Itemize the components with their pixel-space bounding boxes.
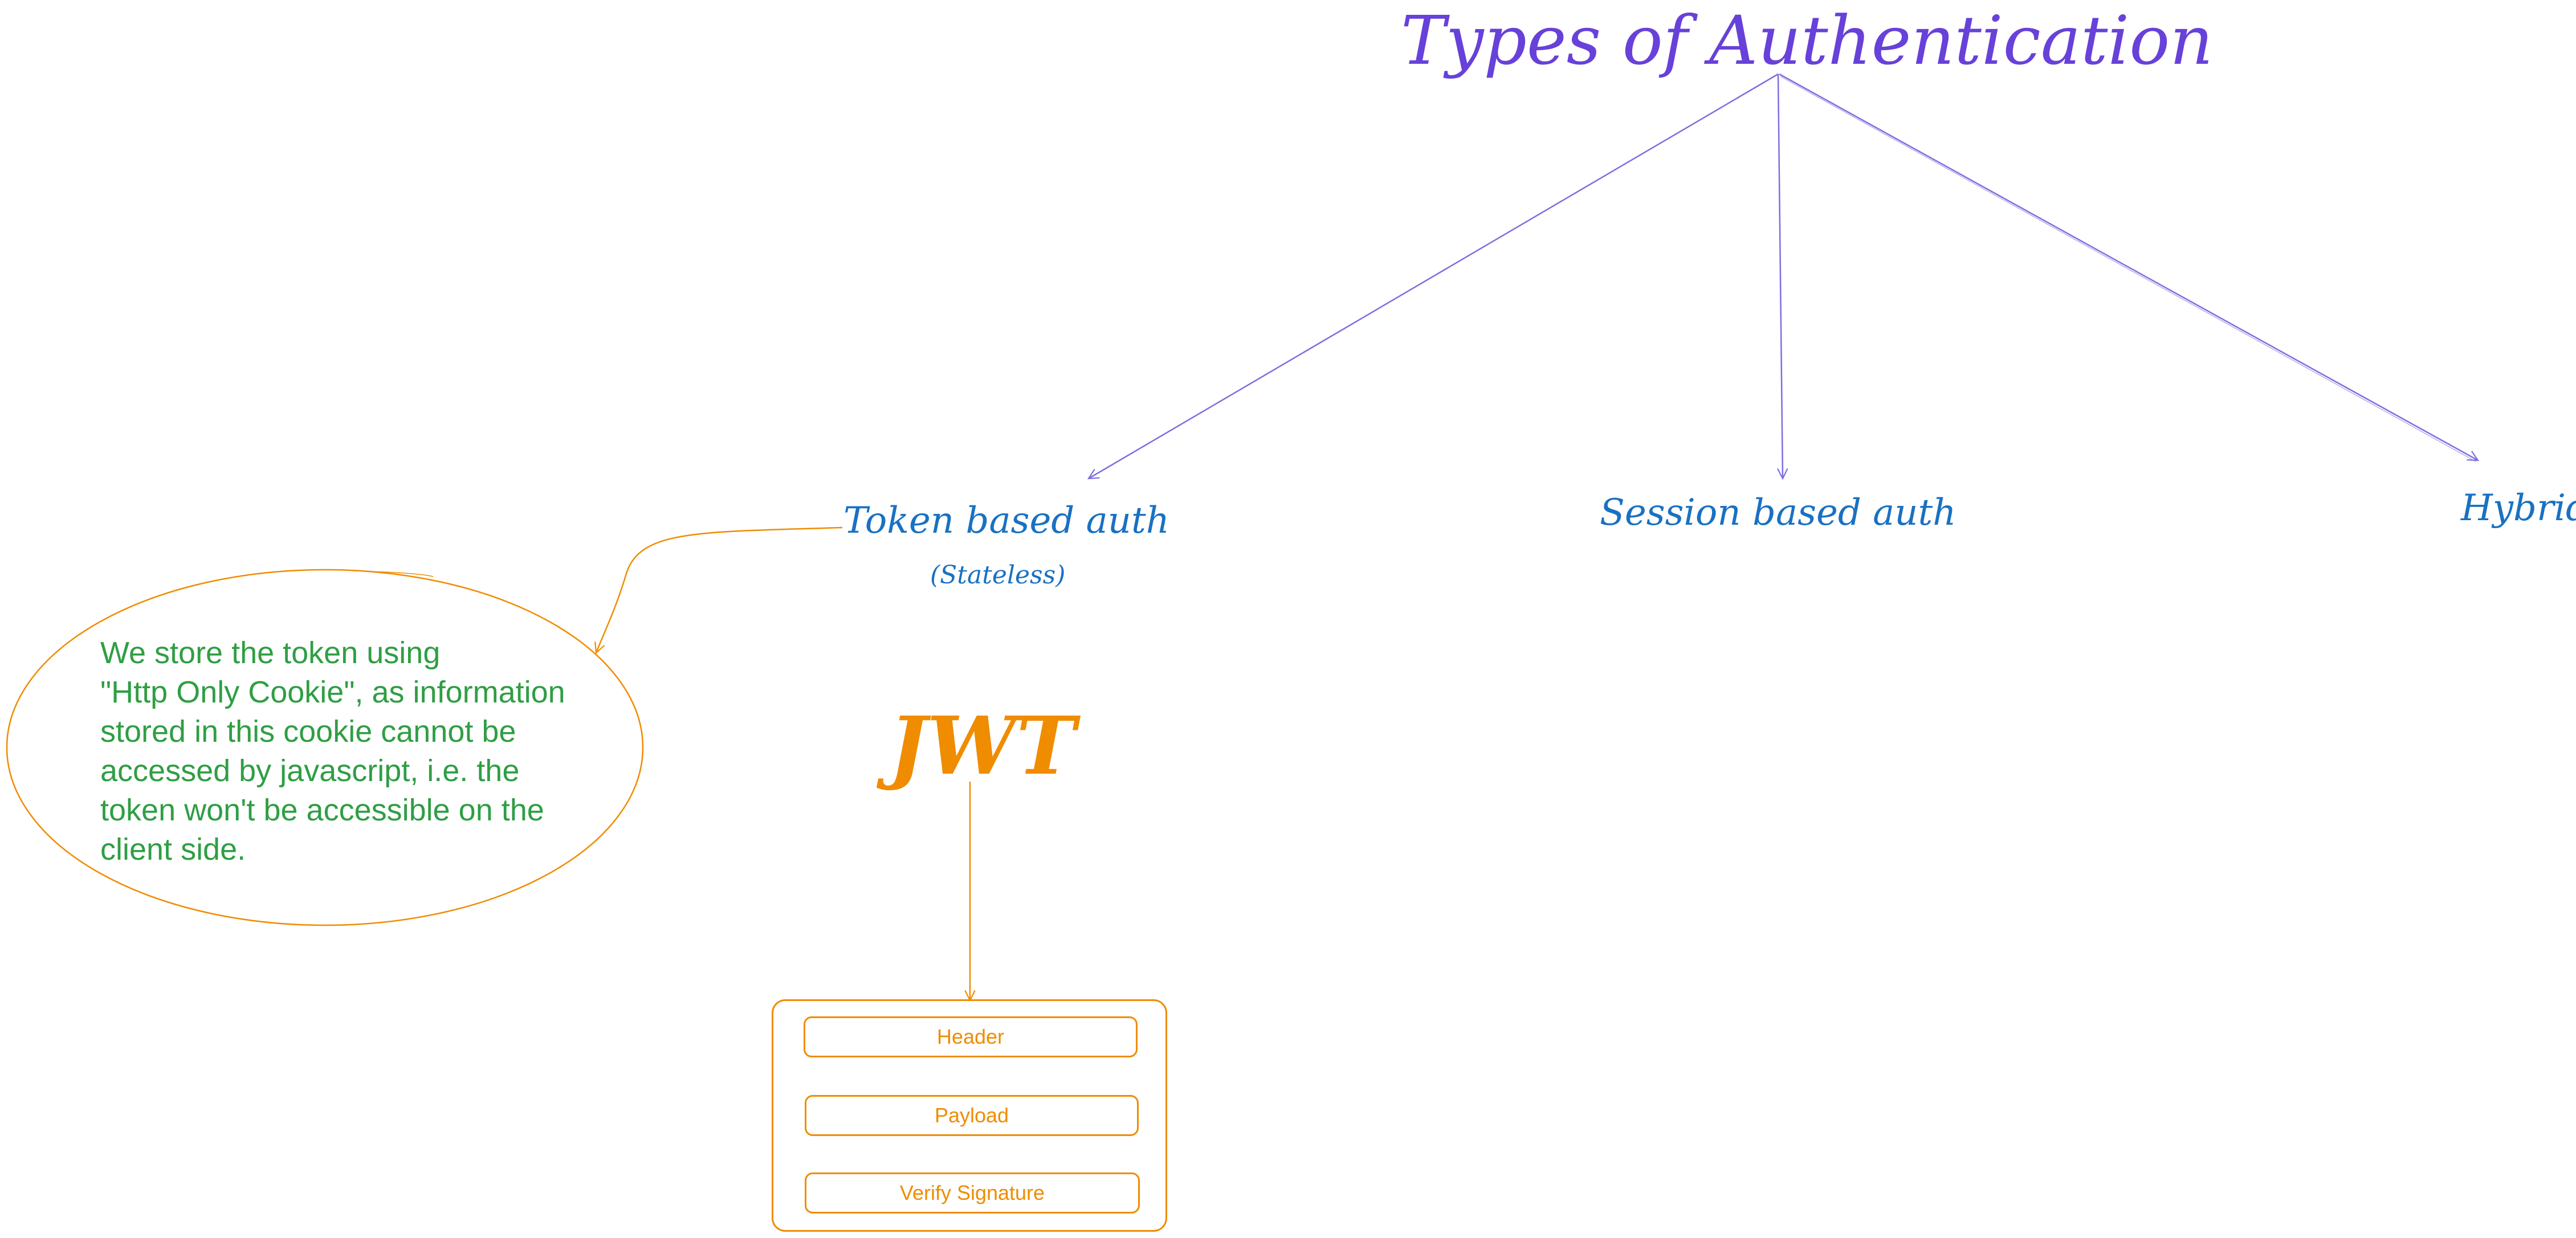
diagram-title: Types of Authentication [1401,1,2214,80]
jwt-field-payload: Payload [805,1095,1139,1136]
arrow-title-to-hybrid-sketch [1780,76,2476,462]
branch-hybrid: Hybrid [2461,487,2576,529]
note-text: We store the token using "Http Only Cook… [100,636,565,867]
jwt-structure-box [772,999,1167,1232]
arrow-token-to-note [596,526,843,653]
jwt-field-header: Header [804,1016,1138,1057]
note-ellipse [6,569,644,926]
arrow-title-to-session [1778,73,1783,479]
arrow-title-to-hybrid [1779,73,2478,460]
jwt-field-verify-signature: Verify Signature [805,1172,1140,1214]
branch-session-based-auth: Session based auth [1600,492,1957,534]
jwt-label: JWT [889,700,1076,793]
branch-token-based-auth: Token based auth [843,500,1169,542]
branch-token-sublabel: (Stateless) [930,561,1066,590]
arrow-title-to-token [1089,73,1779,479]
note-ellipse-sketch [353,570,434,577]
